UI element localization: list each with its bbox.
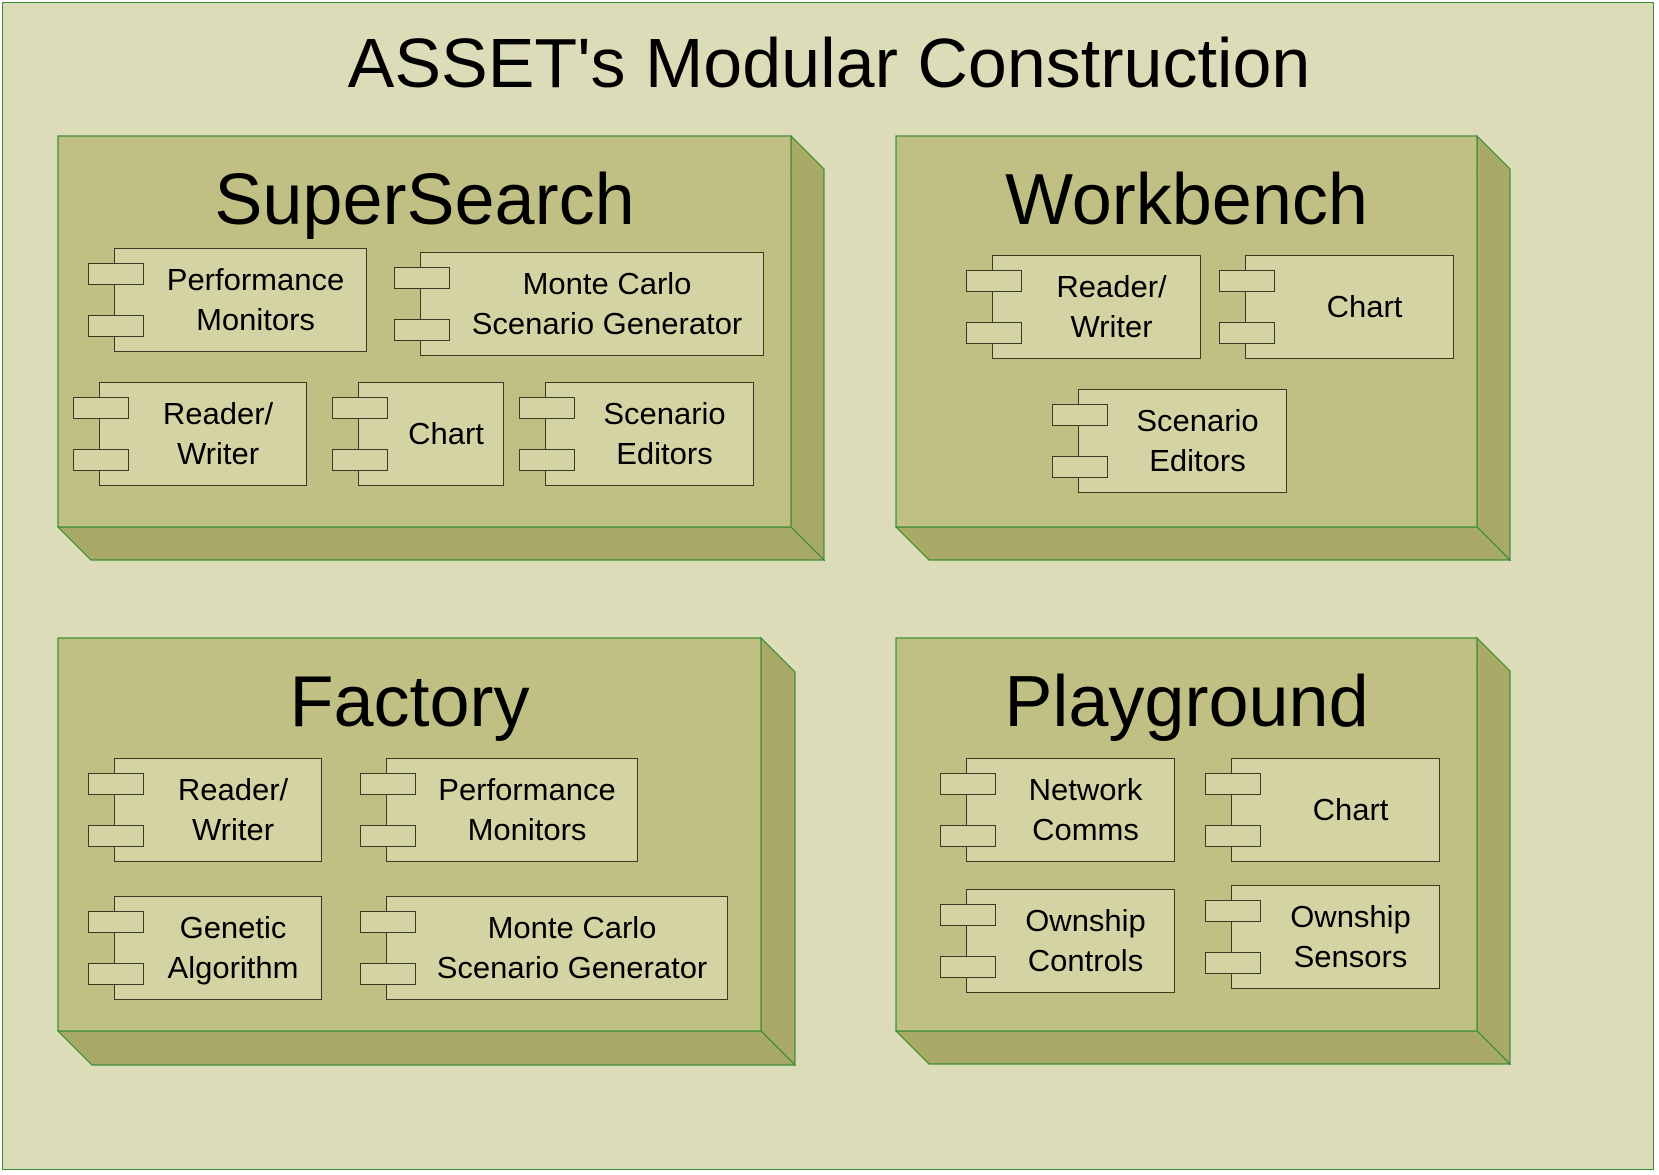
component-box xyxy=(545,382,754,486)
node-title: Playground xyxy=(1004,662,1369,742)
component-box xyxy=(1078,389,1287,493)
component-tab xyxy=(332,397,388,419)
component-tab xyxy=(1052,404,1108,426)
component-tab xyxy=(1205,952,1261,974)
component-label: Chart xyxy=(408,416,484,451)
component-label: Reader/ Writer xyxy=(162,396,274,471)
component-label: Chart xyxy=(1312,792,1389,827)
component: Network Comms xyxy=(940,758,1175,862)
component-box xyxy=(992,255,1201,359)
component-tab xyxy=(88,773,144,795)
node-bottom-face xyxy=(56,1030,797,1066)
node-side-face xyxy=(760,636,796,1067)
component-box xyxy=(966,758,1175,862)
node-bottom-face xyxy=(56,526,826,561)
component-tab xyxy=(1219,270,1275,292)
component-box xyxy=(386,758,638,862)
component-label: Reader/ Writer xyxy=(1056,269,1167,344)
component: Scenario Editors xyxy=(519,382,754,486)
component-tab xyxy=(360,911,416,933)
component-tab xyxy=(88,963,144,985)
node-bottom-face xyxy=(894,1030,1512,1065)
component-box xyxy=(1245,255,1454,359)
component-label: Ownship Controls xyxy=(1025,903,1146,978)
component-tab xyxy=(332,449,388,471)
component: Chart xyxy=(1205,758,1440,862)
component-box xyxy=(99,382,307,486)
component-tab xyxy=(88,825,144,847)
component-tab xyxy=(519,449,575,471)
component-label: Genetic Algorithm xyxy=(167,910,299,985)
component-tab xyxy=(88,315,144,337)
component-box xyxy=(1231,885,1440,989)
component-tab xyxy=(940,956,996,978)
component-tab xyxy=(1219,322,1275,344)
component-tab xyxy=(519,397,575,419)
component: Monte Carlo Scenario Generator xyxy=(360,896,728,1000)
component-box xyxy=(114,758,322,862)
node-side-face xyxy=(790,134,825,562)
component-tab xyxy=(88,911,144,933)
component-label: Scenario Editors xyxy=(1136,403,1259,478)
component: Chart xyxy=(1219,255,1454,359)
component-tab xyxy=(1205,773,1261,795)
component-tab xyxy=(1205,900,1261,922)
component: Reader/ Writer xyxy=(73,382,307,486)
component-label: Monte Carlo Scenario Generator xyxy=(436,910,708,985)
component-tab xyxy=(1205,825,1261,847)
node-title: Factory xyxy=(289,662,530,742)
component: Performance Monitors xyxy=(88,248,367,352)
component: Reader/ Writer xyxy=(88,758,322,862)
component-label: Chart xyxy=(1326,289,1403,324)
component-box xyxy=(966,889,1175,993)
node-bottom-face xyxy=(894,526,1512,561)
component-tab xyxy=(88,263,144,285)
component-tab xyxy=(1052,456,1108,478)
component-label: Ownship Sensors xyxy=(1290,899,1411,974)
component: Performance Monitors xyxy=(360,758,638,862)
component-label: Performance Monitors xyxy=(166,262,345,337)
component-tab xyxy=(966,270,1022,292)
component-tab xyxy=(360,773,416,795)
component-tab xyxy=(360,963,416,985)
component: Genetic Algorithm xyxy=(88,896,322,1000)
component-box xyxy=(114,248,367,352)
component-tab xyxy=(360,825,416,847)
component: Reader/ Writer xyxy=(966,255,1201,359)
component: Monte Carlo Scenario Generator xyxy=(394,252,764,356)
component-tab xyxy=(73,449,129,471)
component-label: Scenario Editors xyxy=(603,396,726,471)
component-label: Network Comms xyxy=(1028,772,1143,847)
component-tab xyxy=(940,904,996,926)
component-tab xyxy=(73,397,129,419)
component-tab xyxy=(940,825,996,847)
component-label: Monte Carlo Scenario Generator xyxy=(471,266,743,341)
component-label: Reader/ Writer xyxy=(177,772,289,847)
component: Scenario Editors xyxy=(1052,389,1287,493)
component-tab xyxy=(394,267,450,289)
diagram-title: ASSET's Modular Construction xyxy=(347,24,1311,102)
component-box xyxy=(1231,758,1440,862)
component: Ownship Controls xyxy=(940,889,1175,993)
component-box xyxy=(420,252,764,356)
component: Ownship Sensors xyxy=(1205,885,1440,989)
component-tab xyxy=(394,319,450,341)
node-title: Workbench xyxy=(1005,160,1368,240)
component: Chart xyxy=(332,382,504,486)
component-box xyxy=(114,896,322,1000)
component-label: Performance Monitors xyxy=(438,772,616,847)
node-side-face xyxy=(1476,134,1511,562)
component-tab xyxy=(940,773,996,795)
component-tab xyxy=(966,322,1022,344)
component-box xyxy=(386,896,728,1000)
node-title: SuperSearch xyxy=(214,160,635,240)
node-side-face xyxy=(1476,636,1511,1066)
